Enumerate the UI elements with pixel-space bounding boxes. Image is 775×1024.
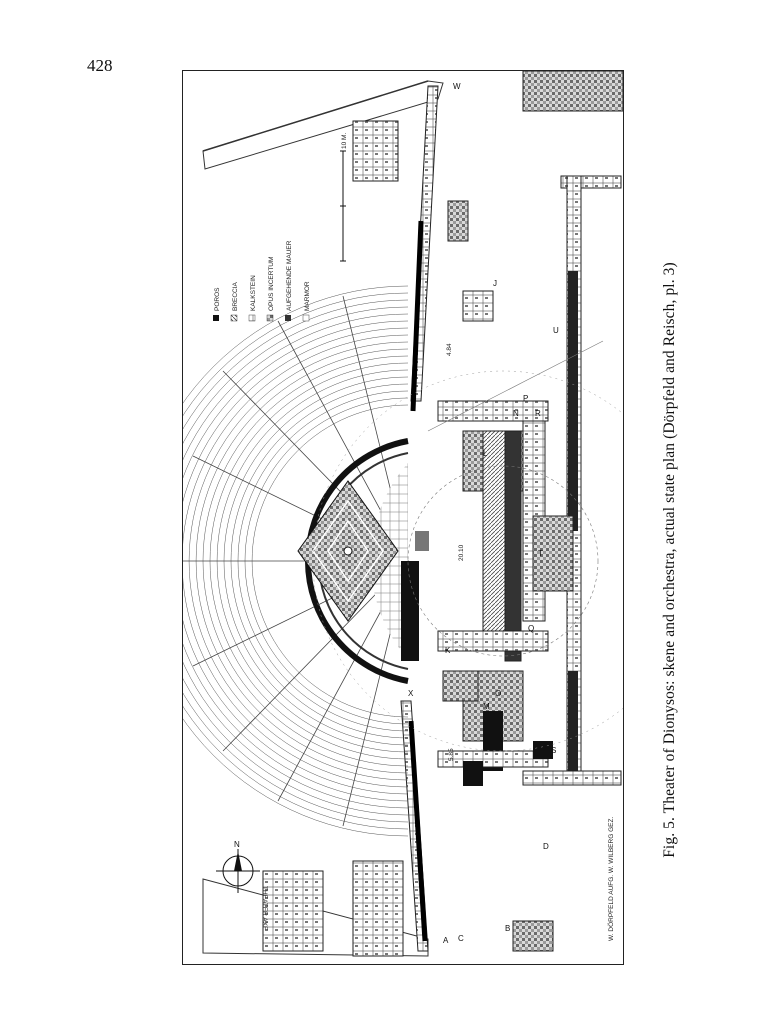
letter-d: D (543, 842, 549, 851)
letter-e: E (463, 764, 468, 773)
letter-c: C (458, 934, 464, 943)
letter-x: X (408, 689, 414, 698)
theater-plan-figure: POROS BRECCIA KALKSTEIN OPUS INCERTUM AU… (182, 70, 624, 965)
letter-r: R (535, 409, 541, 418)
letter-u: U (553, 326, 559, 335)
letter-n: N (513, 409, 519, 418)
figure-caption-container: Fig. 5. Theater of Dionysos: skene and o… (655, 250, 685, 870)
compass-icon: N (216, 840, 260, 893)
legend-item-opus-incertum: OPUS INCERTUM (268, 257, 275, 311)
letter-o: O (495, 689, 501, 698)
letter-j: J (493, 279, 497, 288)
legend-item-breccia: BRECCIA (232, 281, 239, 311)
scale-bar-label: 10 M. (341, 133, 348, 149)
compass-north-label: N (234, 840, 240, 849)
letter-k: K (445, 646, 451, 655)
theater-plan-drawing: POROS BRECCIA KALKSTEIN OPUS INCERTUM AU… (183, 71, 623, 957)
letter-b: B (505, 924, 510, 933)
measure-orchestra: 20.10 (458, 544, 465, 561)
page-number: 428 (87, 56, 113, 75)
scale-bar: 10 M. (340, 133, 348, 262)
measure-east: 4.84 (446, 343, 453, 356)
letter-q: Q (528, 624, 534, 633)
legend-item-poros: POROS (214, 287, 221, 311)
figure-caption: Fig. 5. Theater of Dionysos: skene and o… (661, 262, 678, 858)
letter-t: T (538, 549, 543, 558)
drawing-credits: W. DÖRPFELD AUFG. W. WILBERG GEZ. (607, 817, 615, 941)
legend-item-aufgehende-mauer: AUFGEHENDE MAUER (286, 240, 293, 311)
letter-w: W (453, 82, 461, 91)
letter-p: P (523, 394, 528, 403)
letter-s: S (551, 746, 556, 755)
compass-axis-label: THEATER AXE (261, 886, 268, 931)
letter-a: A (443, 936, 449, 945)
legend-item-marmor: MARMOR (304, 281, 311, 311)
letter-l: L (483, 449, 488, 458)
measure-west: 5.85 (448, 748, 455, 761)
letter-m: M (483, 702, 490, 711)
legend-item-kalkstein: KALKSTEIN (250, 275, 257, 311)
